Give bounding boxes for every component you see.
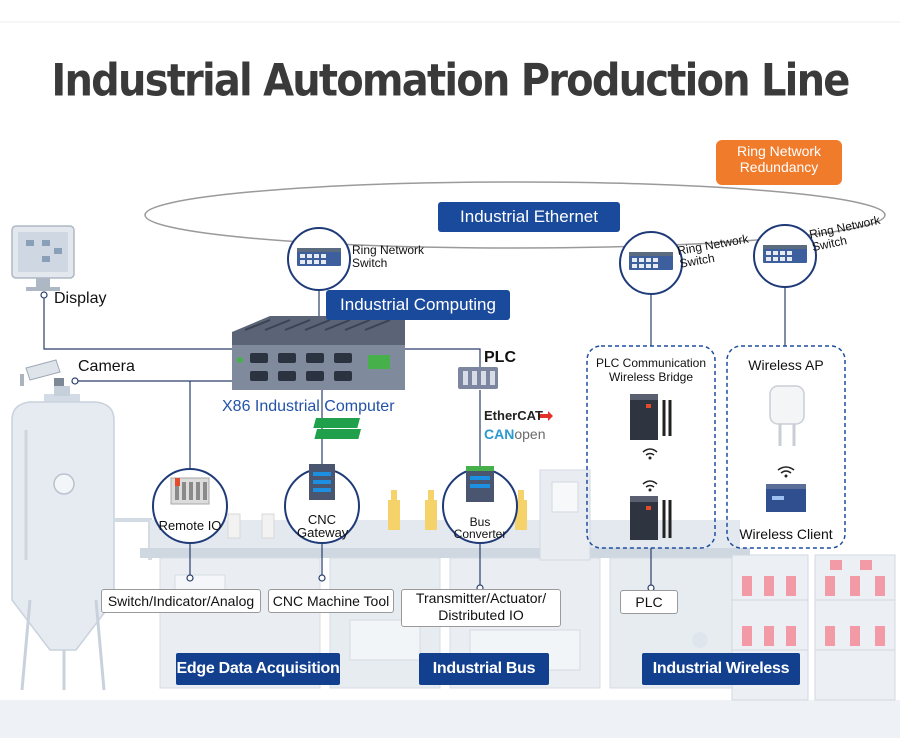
canopen-can-text: CAN [484,426,515,442]
ring-switch-node-2 [619,231,683,295]
camera-icon [20,359,64,386]
switch-indicator-box: Switch/Indicator/Analog [101,589,261,613]
connection-lines [43,288,786,590]
transmitter-box: Transmitter/Actuator/ Distributed IO [401,589,561,627]
cnc-gateway-label: CNC Gateway [297,512,349,540]
bus-converter-node [442,466,518,544]
wireless-ap-label: Wireless AP [748,357,824,373]
display-label: Display [54,290,107,307]
edge-data-acquisition-tag: Edge Data Acquisition [176,653,340,685]
canopen-logo: CANopen [484,426,546,442]
wireless-client-label: Wireless Client [739,526,833,542]
industrial-ethernet-tag: Industrial Ethernet [438,202,620,232]
x86-computer-icon [232,316,405,390]
remote-io-node [152,468,228,544]
camera-label: Camera [78,358,135,375]
industrial-computing-tag: Industrial Computing [326,290,510,320]
ethercat-text: EtherCAT [484,408,543,423]
x86-computer-label: X86 Industrial Computer [222,398,395,415]
industrial-bus-tag: Industrial Bus [419,653,549,685]
ring-switch-label-1: Ring Network Switch [352,243,425,270]
ring-switch-node-1 [287,227,351,291]
plc-box: PLC [620,590,678,614]
display-monitor-icon [11,225,75,291]
industrial-wireless-tag: Industrial Wireless [642,653,800,685]
wifi-signal-icon-3 [777,466,795,474]
cnc-machine-box: CNC Machine Tool [268,589,394,613]
bus-converter-label: Bus Converter [453,515,507,541]
wireless-bridge-device-1 [630,394,672,440]
wireless-ap-device [769,385,805,446]
cnc-gateway-node [284,464,360,544]
plc-label: PLC [484,349,516,366]
remote-io-label: Remote IO [158,518,222,533]
ethercat-arrow-icon [538,411,553,421]
wifi-signal-icon-1 [642,448,658,456]
wireless-bridge-device-2 [630,496,672,540]
wireless-bridge-group [586,345,716,549]
wireless-client-device [766,484,806,512]
tank-illustration [11,386,152,691]
wireless-ap-group [726,345,846,549]
ring-redundancy-tag: Ring Network Redundancy [716,140,842,185]
ring-switch-node-3 [753,224,817,288]
profinet-text: PROFI NET [426,418,478,427]
plc-bridge-label: PLC Communication Wireless Bridge [595,356,707,384]
profinet-logo [313,418,362,439]
ring-network-ellipse [144,181,886,249]
wifi-signal-icon-2 [642,480,658,488]
page-title: Industrial Automation Production Line [51,55,850,107]
plc-icon [458,367,498,389]
canopen-open-text: open [514,426,546,442]
